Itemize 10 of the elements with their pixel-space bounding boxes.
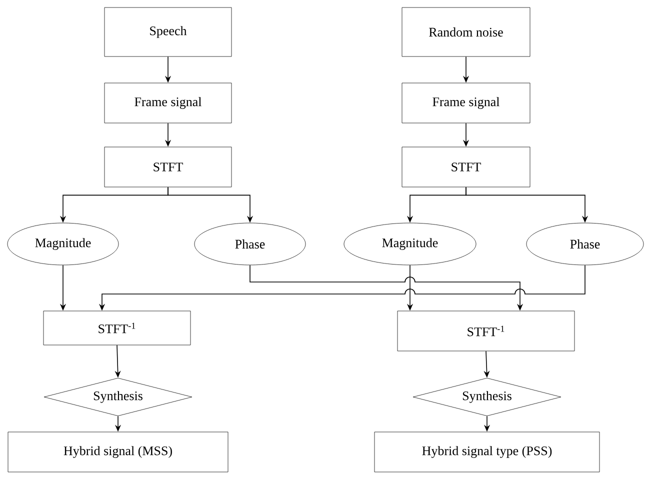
process-box: Speech (104, 7, 232, 57)
process-box: STFT (104, 146, 232, 188)
process-box: STFT (402, 146, 530, 188)
process-box: Frame signal (104, 82, 232, 124)
process-box: Hybrid signal type (PSS) (374, 432, 600, 472)
process-box: Random noise (402, 7, 530, 57)
process-box: STFT$^{-1}$ (43, 310, 191, 346)
process-box: Hybrid signal (MSS) (8, 432, 228, 472)
process-box: STFT$^{-1}$ (397, 310, 575, 352)
process-box: Frame signal (402, 82, 530, 124)
